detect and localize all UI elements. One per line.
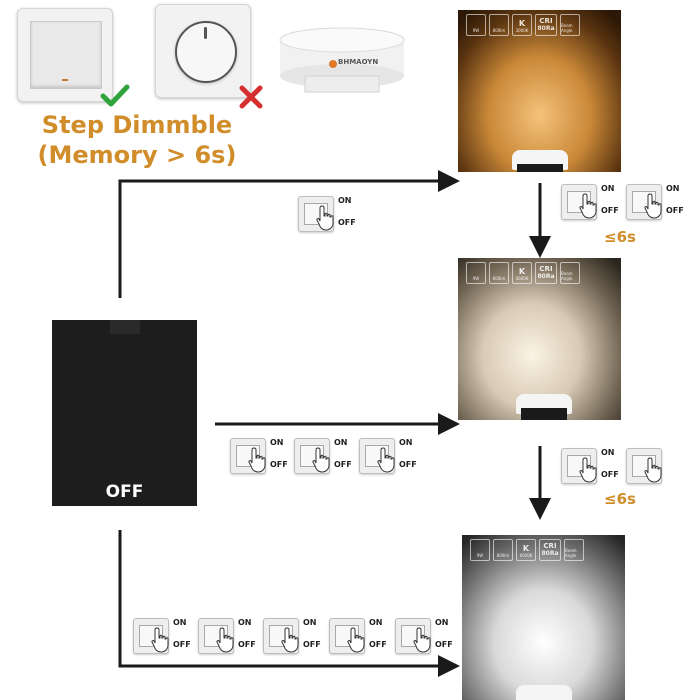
on-label: ON: [369, 618, 383, 627]
switch-toggle-icon: ON OFF: [561, 446, 631, 484]
switch-toggle-icon: ON OFF: [329, 616, 399, 654]
cross-icon: [239, 85, 263, 109]
switch-toggle-icon: ON OFF: [198, 616, 268, 654]
on-label: ON: [435, 618, 449, 627]
off-label: OFF: [238, 640, 256, 649]
off-label: OFF: [173, 640, 191, 649]
switch-toggle-icon: ON OFF: [626, 182, 696, 220]
pointing-hand-icon: [151, 627, 169, 653]
switch-indicator: [62, 79, 68, 81]
bulb-head: [516, 685, 572, 700]
watt-spec: 9W: [470, 539, 490, 561]
switch-toggle-icon: ON OFF: [230, 436, 300, 474]
off-state-panel: OFF: [52, 320, 197, 506]
switch-toggle-icon: ON OFF: [133, 616, 203, 654]
timing-label: ≤6s: [604, 228, 636, 246]
title-line-2: (Memory > 6s): [37, 141, 237, 169]
on-label: ON: [334, 438, 348, 447]
switch-toggle-icon: ON OFF: [359, 436, 429, 474]
rotary-dimmer-plate: [155, 4, 251, 98]
bulb-module-image: [279, 27, 405, 93]
rotary-dimmer-knob: [175, 21, 237, 83]
switch-toggle-icon: ON OFF: [395, 616, 465, 654]
off-label: OFF: [601, 206, 619, 215]
pointing-hand-icon: [644, 457, 662, 483]
on-label: ON: [303, 618, 317, 627]
beam-spec: Beam Angle: [560, 14, 580, 36]
on-label: ON: [238, 618, 252, 627]
lumen-spec: 800lm: [489, 262, 509, 284]
rocker-switch-plate: [17, 8, 113, 102]
on-label: ON: [399, 438, 413, 447]
off-label: OFF: [369, 640, 387, 649]
on-label: ON: [338, 196, 352, 205]
switch-toggle-icon: [626, 446, 696, 484]
switch-toggle-icon: ON OFF: [298, 194, 368, 232]
off-label: OFF: [270, 460, 288, 469]
pointing-hand-icon: [216, 627, 234, 653]
timing-label: ≤6s: [604, 490, 636, 508]
on-label: ON: [601, 448, 615, 457]
pointing-hand-icon: [281, 627, 299, 653]
pointing-hand-icon: [413, 627, 431, 653]
on-label: ON: [601, 184, 615, 193]
pointing-hand-icon: [579, 457, 597, 483]
title-line-1: Step Dimmble: [41, 111, 233, 139]
switch-toggle-icon: ON OFF: [561, 182, 631, 220]
arrow-off-to-warm: [118, 170, 460, 298]
off-label: OFF: [601, 470, 619, 479]
pointing-hand-icon: [316, 205, 334, 231]
off-label: OFF: [435, 640, 453, 649]
on-label: ON: [270, 438, 284, 447]
off-label: OFF: [303, 640, 321, 649]
bulb-base: [521, 408, 567, 420]
beam-spec: Beam Angle: [560, 262, 580, 284]
watt-spec: 9W: [466, 14, 486, 36]
rocker-switch: [30, 21, 102, 89]
off-label: OFF: [338, 218, 356, 227]
lumen-spec: 800lm: [489, 14, 509, 36]
beam-spec: Beam Angle: [564, 539, 584, 561]
pointing-hand-icon: [579, 193, 597, 219]
unlit-bulb: [110, 320, 140, 334]
off-label: OFF: [399, 460, 417, 469]
off-label: OFF: [334, 460, 352, 469]
switch-toggle-icon: ON OFF: [294, 436, 364, 474]
pointing-hand-icon: [248, 447, 266, 473]
lumen-spec: 800lm: [493, 539, 513, 561]
arrow-off-to-cool: [118, 530, 460, 677]
pointing-hand-icon: [644, 193, 662, 219]
on-label: ON: [173, 618, 187, 627]
off-label: OFF: [105, 482, 144, 502]
check-icon: [100, 84, 130, 107]
on-label: ON: [666, 184, 680, 193]
dial-marker: [204, 27, 207, 39]
brand-logo-text: BHMAOYN: [338, 58, 379, 66]
pointing-hand-icon: [347, 627, 365, 653]
pointing-hand-icon: [312, 447, 330, 473]
watt-spec: 9W: [466, 262, 486, 284]
bulb-base: [517, 164, 563, 172]
switch-toggle-icon: ON OFF: [263, 616, 333, 654]
off-label: OFF: [666, 206, 684, 215]
pointing-hand-icon: [377, 447, 395, 473]
